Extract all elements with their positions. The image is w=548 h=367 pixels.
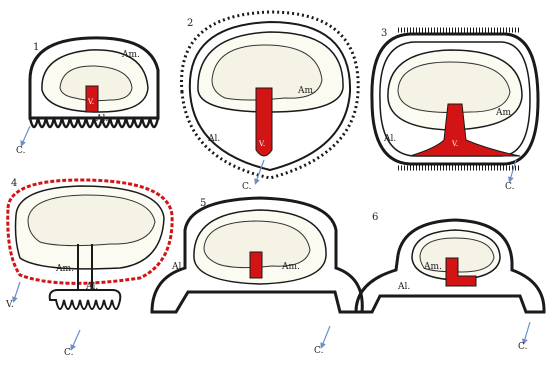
- allantois-label-5: Al.: [172, 262, 184, 272]
- cord-arrow-6: [524, 322, 530, 342]
- panel-number-5: 5: [200, 198, 206, 209]
- vitelline-label-1: V.: [88, 98, 94, 106]
- embryo-4: [28, 195, 155, 246]
- amnion-label-1: Am.: [122, 50, 140, 60]
- panel-2: [182, 12, 359, 182]
- cord-label-4: C.: [64, 348, 73, 358]
- umbilical-vessel-5: [250, 252, 262, 278]
- panel-number-3: 3: [381, 28, 387, 39]
- panel-6: [356, 220, 544, 342]
- panel-number-4: 4: [11, 178, 17, 189]
- amnion-label-6: Am.: [424, 262, 442, 272]
- panel-5: [152, 198, 362, 346]
- cord-arrow-2: [256, 160, 264, 182]
- allantois-label-1: Al.: [96, 114, 108, 124]
- panel-3: [372, 30, 538, 180]
- yolk-villi-4: [50, 290, 121, 309]
- vitelline-label-3: V.: [452, 140, 458, 148]
- cord-arrow-1: [22, 126, 30, 144]
- vitelline-label-4: V.: [6, 300, 14, 310]
- vitelline-arrow-4: [14, 282, 20, 300]
- amnion-label-2: Am.: [298, 86, 316, 96]
- cord-arrow-5: [322, 326, 330, 346]
- panel-4: [8, 180, 172, 348]
- panel-number-2: 2: [187, 18, 193, 29]
- amnion-label-5: Am.: [282, 262, 300, 272]
- allantois-label-2: Al.: [208, 134, 220, 144]
- cord-label-2: C.: [242, 182, 251, 192]
- cord-label-6: C.: [518, 342, 527, 352]
- panel-number-6: 6: [372, 212, 378, 223]
- cord-label-1: C.: [16, 146, 25, 156]
- allantois-label-4: Al.: [86, 282, 98, 292]
- allantois-label-6: Al.: [398, 282, 410, 292]
- amnion-label-4: Am.: [56, 264, 74, 274]
- amnion-label-3: Am.: [496, 108, 514, 118]
- allantois-label-3: Al.: [384, 134, 396, 144]
- cord-label-5: C.: [314, 346, 323, 356]
- panel-number-1: 1: [33, 42, 39, 53]
- cord-label-3: C.: [505, 182, 514, 192]
- cord-arrow-4: [72, 330, 80, 348]
- vitelline-label-2: V.: [259, 140, 265, 148]
